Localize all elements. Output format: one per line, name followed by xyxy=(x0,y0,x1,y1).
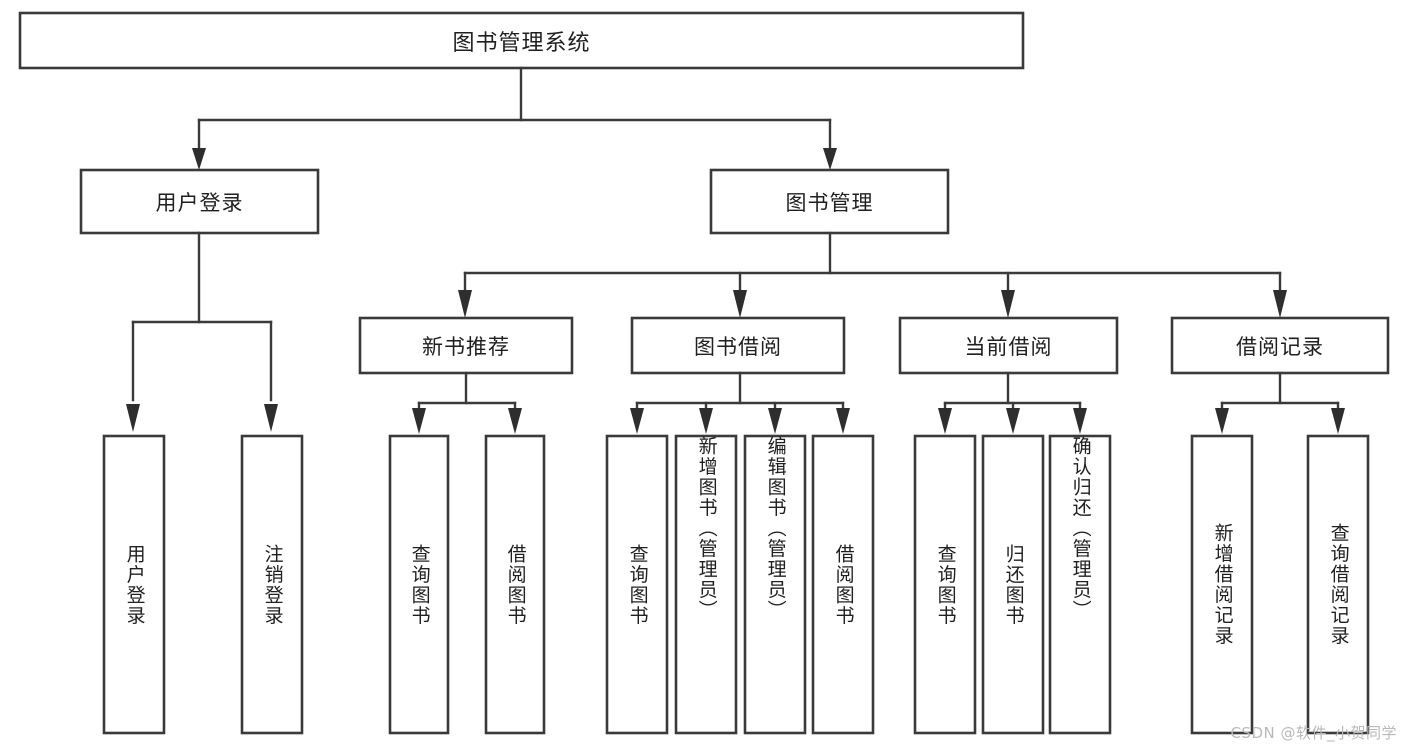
arrow-head-current-borrow xyxy=(1001,290,1015,318)
node-box-leaf-bb-edit-book[interactable] xyxy=(743,434,807,735)
node-box-leaf-nb-query-book[interactable] xyxy=(388,434,450,735)
node-box-leaf-logout[interactable] xyxy=(240,434,304,735)
arrow-head-book-borrow xyxy=(733,290,747,318)
node-box-current-borrow[interactable] xyxy=(898,316,1119,375)
arrow-head-nb-leaf-1 xyxy=(412,408,426,434)
node-box-leaf-br-query-record[interactable] xyxy=(1306,434,1370,735)
node-box-leaf-br-add-record[interactable] xyxy=(1190,434,1254,735)
arrow-head-leaf-logout xyxy=(264,404,278,432)
node-box-borrow-record[interactable] xyxy=(1170,316,1390,375)
node-box-book-manage[interactable] xyxy=(709,168,950,235)
arrow-head-new-book xyxy=(458,290,472,318)
node-box-leaf-user-login[interactable] xyxy=(102,434,166,735)
arrow-head-br-leaf-2 xyxy=(1331,408,1345,434)
arrow-head-borrow-record xyxy=(1273,290,1287,318)
arrow-head-nb-leaf-2 xyxy=(508,408,522,434)
arrow-head-leaf-user-login xyxy=(126,404,140,432)
node-box-user-login[interactable] xyxy=(79,168,320,235)
arrow-head-cb-leaf-1 xyxy=(938,408,952,434)
node-box-leaf-bb-query-book[interactable] xyxy=(605,434,669,735)
node-box-leaf-cb-confirm-return[interactable] xyxy=(1048,434,1112,735)
node-box-root[interactable] xyxy=(18,11,1025,70)
arrow-head-bb-leaf-4 xyxy=(836,408,850,434)
node-box-leaf-cb-query-book[interactable] xyxy=(913,434,977,735)
arrow-head-book-manage xyxy=(823,148,837,170)
node-box-leaf-cb-return-book[interactable] xyxy=(981,434,1045,735)
node-box-leaf-bb-borrow-book[interactable] xyxy=(811,434,875,735)
arrow-head-cb-leaf-2 xyxy=(1006,408,1020,434)
node-box-new-book-recommend[interactable] xyxy=(358,316,574,375)
arrow-head-bb-leaf-3 xyxy=(768,408,782,434)
arrow-head-user-login xyxy=(192,148,206,170)
arrow-head-bb-leaf-2 xyxy=(699,408,713,434)
node-box-book-borrow[interactable] xyxy=(630,316,846,375)
arrow-head-bb-leaf-1 xyxy=(630,408,644,434)
node-box-leaf-bb-add-book[interactable] xyxy=(674,434,738,735)
arrow-head-br-leaf-1 xyxy=(1215,408,1229,434)
arrow-head-cb-leaf-3 xyxy=(1073,408,1087,434)
node-box-leaf-nb-borrow-book[interactable] xyxy=(484,434,546,735)
